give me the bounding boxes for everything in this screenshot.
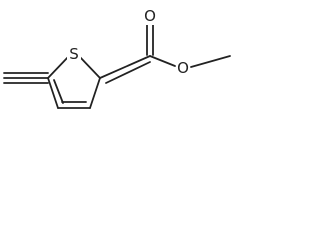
ester-oxygen-atom: O	[176, 59, 190, 77]
bond-carbonyl-ester-o	[149, 55, 176, 67]
ester-oxygen-label: O	[177, 59, 189, 77]
structural-formula: S O O	[3, 7, 231, 109]
bond-c2-carbonyl	[99, 55, 151, 79]
carbonyl-oxygen-atom: O	[143, 7, 157, 25]
bond-c2-carbonyl-inner	[105, 61, 151, 84]
sulfur-label: S	[69, 45, 79, 63]
carbonyl-oxygen-label: O	[144, 7, 156, 25]
bond-c5-s	[47, 55, 70, 79]
sulfur-atom: S	[67, 45, 81, 63]
triple-bond-alkyne	[3, 72, 49, 84]
bond-ester-o-methyl	[190, 55, 231, 68]
methyl-ester-group	[99, 24, 231, 84]
bond-s-c2	[78, 55, 101, 79]
bond-c2-c3	[89, 77, 101, 109]
thiophene-ring	[47, 55, 101, 109]
bond-c4-c5	[47, 77, 59, 109]
bond-c4-c5-inner	[53, 79, 64, 104]
